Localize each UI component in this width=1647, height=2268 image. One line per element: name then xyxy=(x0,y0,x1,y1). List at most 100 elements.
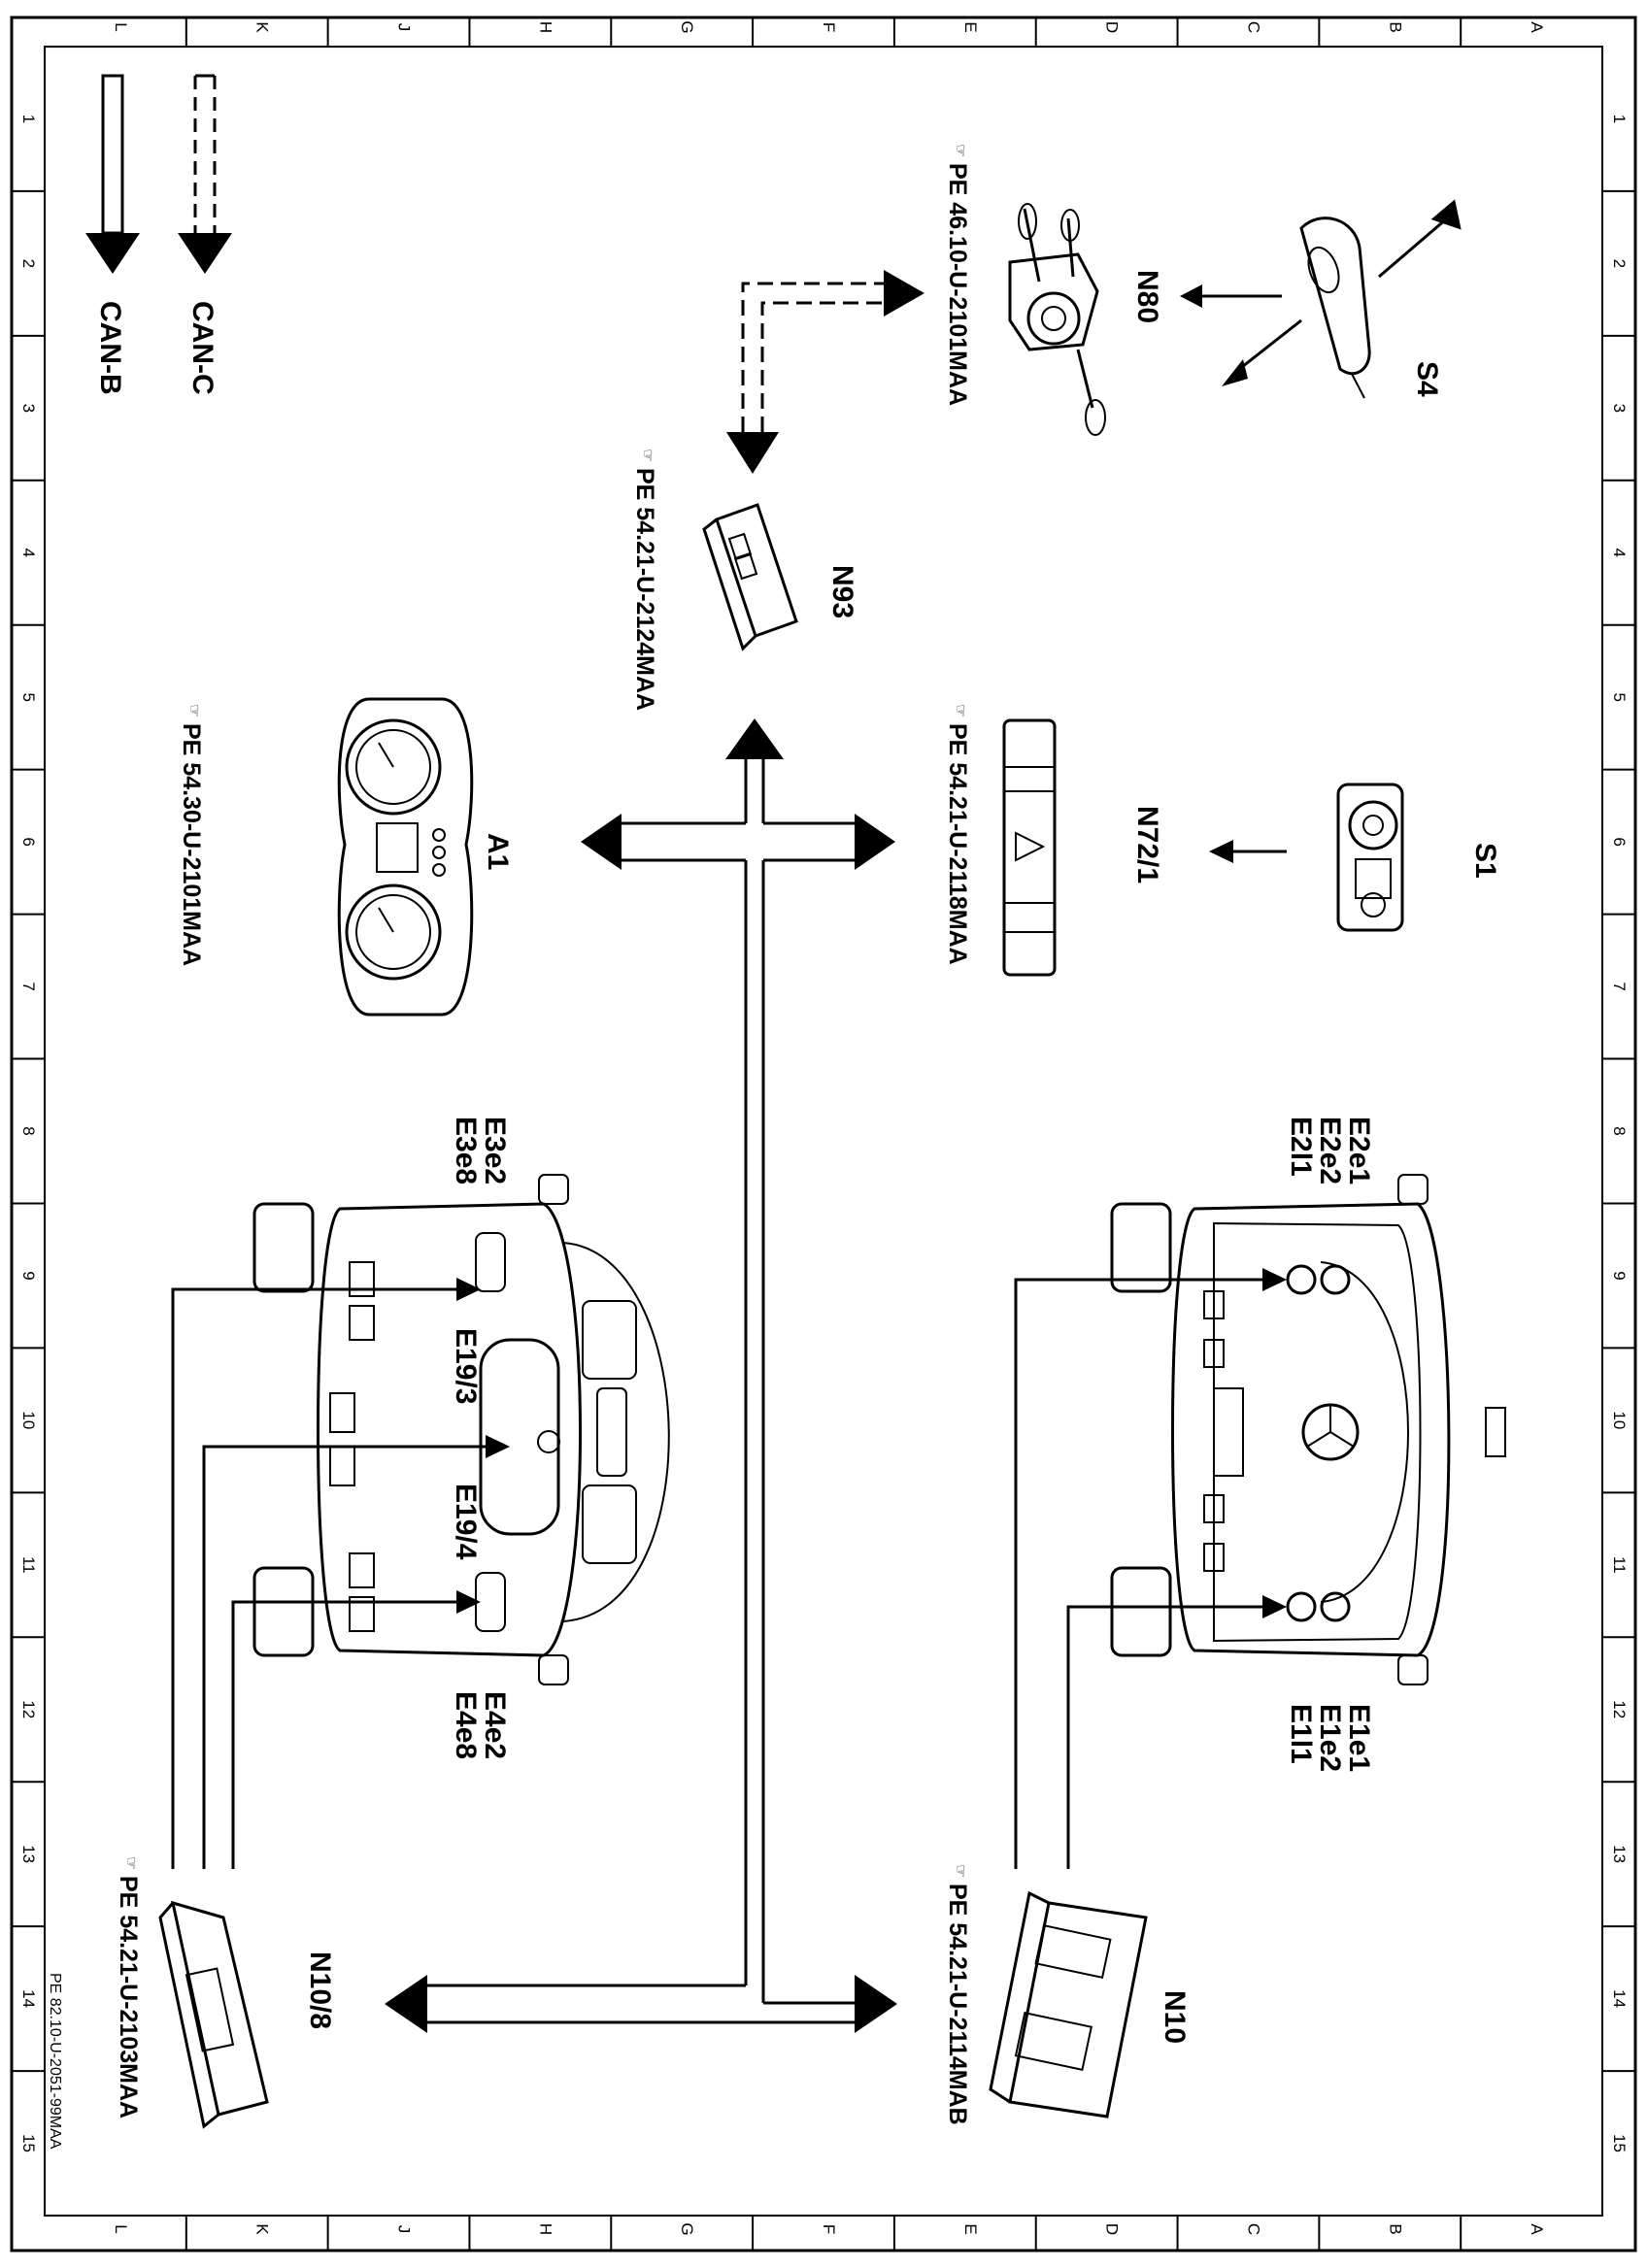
grid-number-left: 15 xyxy=(19,2134,38,2152)
e1l1-label: E1l1 xyxy=(1285,1704,1317,1764)
grid-number-left: 13 xyxy=(19,1845,38,1863)
grid-number-right: 5 xyxy=(1610,692,1629,701)
s1-light-switch xyxy=(1336,783,1404,932)
grid-number-right: 9 xyxy=(1610,1271,1629,1280)
grid-letter-bottom: F xyxy=(820,2224,838,2234)
grid-number-right: 10 xyxy=(1610,1411,1629,1429)
e2e1-label: E2e1 xyxy=(1343,1117,1375,1184)
grid-letter-top: J xyxy=(395,23,414,32)
grid-number-right: 15 xyxy=(1610,2134,1629,2152)
svg-text:☞: ☞ xyxy=(122,1856,139,1870)
grid-letter-bottom: H xyxy=(536,2223,555,2235)
vehicle-front-view xyxy=(1110,1174,1506,1685)
n93-reference: ☞ PE 54.21-U-2124MAA xyxy=(631,449,658,711)
grid-number-right: 14 xyxy=(1610,1989,1629,2008)
grid-letter-top: E xyxy=(961,21,980,32)
grid-number-left: 8 xyxy=(19,1126,38,1135)
grid-number-left: 10 xyxy=(19,1411,38,1429)
n10-8-label: N10/8 xyxy=(304,1951,336,2029)
n72-1-label: N72/1 xyxy=(1131,806,1163,884)
can-b-legend-arrow xyxy=(85,74,140,274)
n80-label: N80 xyxy=(1131,270,1163,323)
n10-label: N10 xyxy=(1159,1990,1191,2044)
grid-number-right: 7 xyxy=(1610,982,1629,990)
rear-upper-light-labels: E3e2 E3e8 xyxy=(450,1117,511,1184)
e3e8-label: E3e8 xyxy=(450,1117,482,1184)
grid-number-right: 12 xyxy=(1610,1700,1629,1718)
grid-number-right: 11 xyxy=(1610,1556,1629,1574)
grid-letter-bottom: C xyxy=(1244,2223,1262,2235)
vehicle-rear-view xyxy=(252,1174,670,1685)
a1-reference-text: PE 54.30-U-2101MAA xyxy=(178,723,205,966)
svg-text:☞: ☞ xyxy=(952,704,968,717)
n72-1-reference-text: PE 54.21-U-2118MAA xyxy=(944,723,971,965)
front-upper-light-labels: E2e1 E2e2 E2l1 xyxy=(1285,1117,1375,1184)
svg-text:☞: ☞ xyxy=(639,449,655,462)
grid-letter-bottom: A xyxy=(1528,2223,1546,2235)
grid-number-left: 1 xyxy=(19,115,38,123)
n80-steering-column-module xyxy=(1008,203,1106,436)
grid-letter-top: K xyxy=(253,21,272,33)
grid-ticks xyxy=(12,17,1635,2251)
grid-number-right: 8 xyxy=(1610,1126,1629,1135)
a1-reference: ☞ PE 54.30-U-2101MAA xyxy=(178,704,205,966)
grid-letter-top: C xyxy=(1244,21,1262,33)
grid-number-right: 4 xyxy=(1610,549,1629,557)
n80-reference-text: PE 46.10-U-2101MAA xyxy=(944,163,971,406)
e19-3-label: E19/3 xyxy=(450,1328,482,1404)
grid-letter-top: H xyxy=(536,21,555,33)
grid-letter-bottom: E xyxy=(961,2223,980,2234)
rear-light-wires xyxy=(171,1278,510,1869)
grid-letter-bottom: J xyxy=(395,2225,414,2234)
n10-8-reference: ☞ PE 54.21-U-2103MAA xyxy=(115,1856,142,2118)
front-light-wires xyxy=(1014,1268,1287,1869)
can-c-label: CAN-C xyxy=(186,301,218,395)
grid-number-left: 6 xyxy=(19,837,38,846)
e4e8-label: E4e8 xyxy=(450,1691,482,1759)
svg-text:☞: ☞ xyxy=(185,704,202,717)
grid-letter-top: G xyxy=(678,20,696,33)
can-b-label: CAN-B xyxy=(94,301,126,395)
grid-letter-bottom: K xyxy=(253,2223,272,2235)
n10-reference-text: PE 54.21-U-2114MAB xyxy=(944,1884,971,2125)
grid-number-left: 7 xyxy=(19,982,38,990)
grid-letter-bottom: L xyxy=(112,2224,130,2233)
n10-sam-control-unit-front xyxy=(989,1890,1148,2118)
grid-letter-bottom: B xyxy=(1386,2223,1404,2234)
legend: CAN-C CAN-B xyxy=(85,74,232,395)
n93-central-gateway xyxy=(702,503,798,651)
n10-8-sam-control-unit-rear xyxy=(158,1900,269,2129)
grid-number-right: 3 xyxy=(1610,404,1629,413)
a1-label: A1 xyxy=(482,833,514,870)
grid-number-right: 1 xyxy=(1610,115,1629,123)
grid-letter-bottom: G xyxy=(678,2222,696,2235)
n10-8-reference-text: PE 54.21-U-2103MAA xyxy=(115,1876,142,2118)
can-b-bus xyxy=(385,718,897,2033)
e2l1-label: E2l1 xyxy=(1285,1117,1317,1177)
grid-letter-top: L xyxy=(112,22,130,31)
e3e2-label: E3e2 xyxy=(479,1117,511,1184)
grid-number-left: 4 xyxy=(19,549,38,557)
svg-text:☞: ☞ xyxy=(952,144,968,157)
grid-letter-top: F xyxy=(820,22,838,32)
n10-reference: ☞ PE 54.21-U-2114MAB xyxy=(944,1864,971,2125)
a1-instrument-cluster xyxy=(337,697,474,1017)
grid-letter-top: A xyxy=(1528,21,1546,33)
can-c-bus xyxy=(726,270,924,474)
grid-number-left: 2 xyxy=(19,259,38,268)
drawing-number: PE 82.10-U-2051-99MAA xyxy=(47,1973,63,2150)
front-lower-light-labels: E1e1 E1e2 E1l1 xyxy=(1285,1704,1375,1772)
grid-number-left: 3 xyxy=(19,404,38,413)
grid-number-right: 2 xyxy=(1610,259,1629,268)
e4e2-label: E4e2 xyxy=(479,1691,511,1759)
n93-reference-text: PE 54.21-U-2124MAA xyxy=(631,468,658,711)
e19-4-label: E19/4 xyxy=(450,1484,482,1560)
n93-label: N93 xyxy=(826,565,858,618)
grid-number-left: 14 xyxy=(19,1989,38,2008)
grid-number-left: 9 xyxy=(19,1271,38,1280)
e1e1-label: E1e1 xyxy=(1343,1704,1375,1772)
can-c-legend-arrow xyxy=(178,74,232,274)
